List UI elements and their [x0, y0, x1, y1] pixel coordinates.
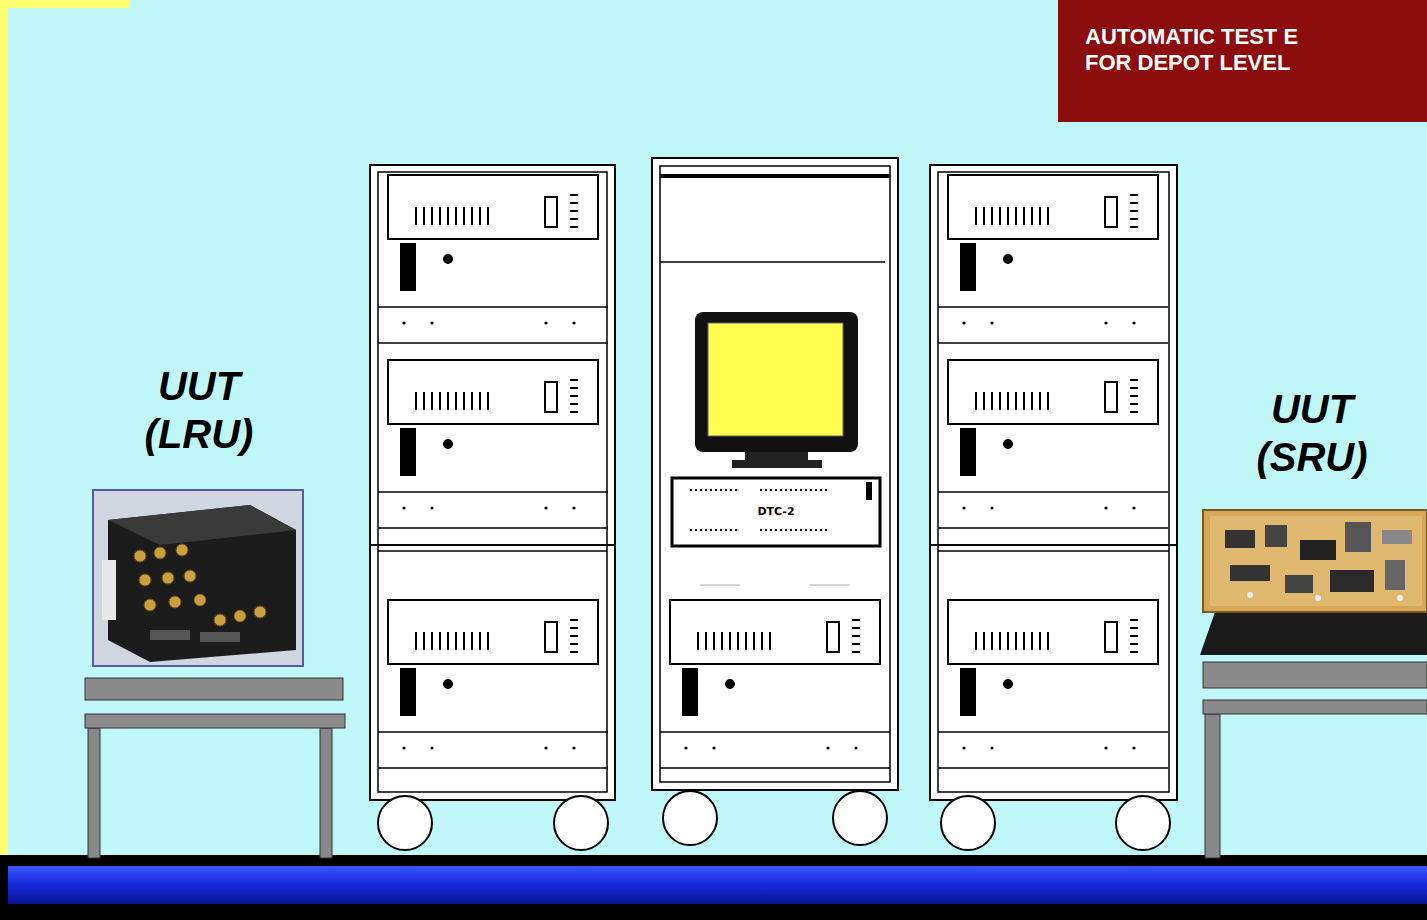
- title-banner: AUTOMATIC TEST E FOR DEPOT LEVEL: [1058, 0, 1427, 122]
- title-text: AUTOMATIC TEST E FOR DEPOT LEVEL: [1085, 24, 1325, 76]
- uut-label: UUT (LRU): [124, 362, 274, 458]
- lru-unit: [93, 490, 303, 666]
- uut-label: UUT (SRU): [1237, 385, 1387, 481]
- controller-label: DTC-2: [741, 506, 811, 518]
- instrument-rack: [370, 165, 615, 850]
- instrument-rack: [930, 165, 1177, 850]
- sru-board: [1203, 510, 1427, 612]
- lru-table: [85, 678, 345, 858]
- controller-rack: [652, 158, 898, 845]
- sru-table: [1200, 612, 1427, 858]
